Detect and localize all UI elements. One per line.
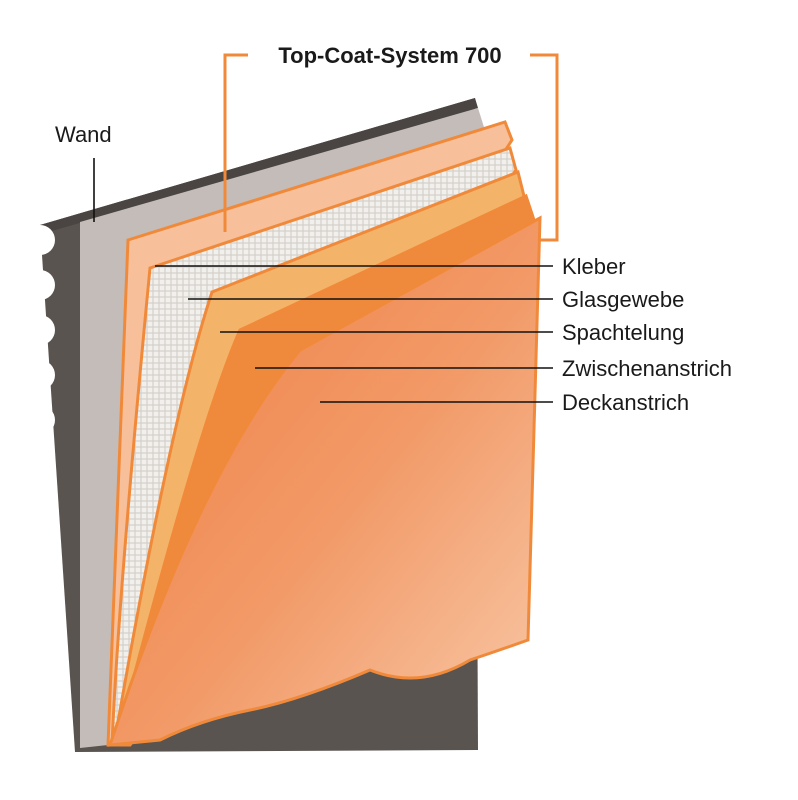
label-zwischenanstrich: Zwischenanstrich (562, 356, 732, 381)
system-bracket (223, 53, 559, 242)
wall-label: Wand (55, 122, 112, 147)
label-kleber: Kleber (562, 254, 626, 279)
label-glasgewebe: Glasgewebe (562, 287, 684, 312)
layer-deckanstrich-shape (107, 215, 542, 747)
wall-broken-edge (25, 225, 55, 750)
label-deckanstrich: Deckanstrich (562, 390, 689, 415)
label-spachtelung: Spachtelung (562, 320, 684, 345)
wall-top-edge (40, 98, 478, 233)
system-title: Top-Coat-System 700 (278, 43, 501, 68)
